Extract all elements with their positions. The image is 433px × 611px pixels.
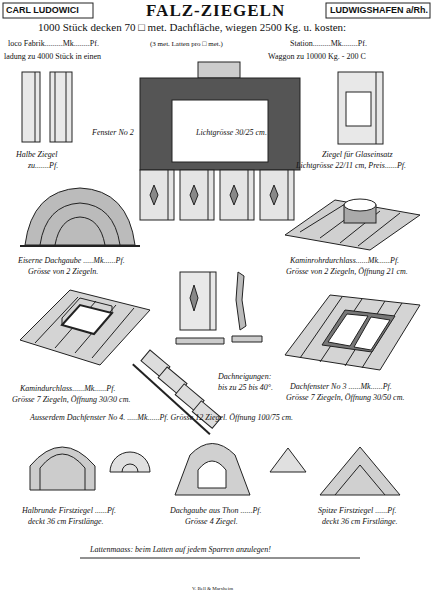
header-text: ladung zu 4000 Stück in einen bbox=[4, 52, 101, 61]
item-caption: Grösse 7 Ziegeln, Öffnung 30/30 cm. bbox=[12, 395, 130, 404]
header-text: V. Bell & Marxheim bbox=[192, 586, 233, 592]
header-text: Station.........Mk........Pf. bbox=[290, 39, 367, 48]
item-caption: Dachgaube aus Thon ......Pf. bbox=[170, 506, 262, 515]
item-caption: Lichtgrösse 22/11 cm, Preis......Pf. bbox=[296, 161, 406, 170]
header-text: CARL LUDOWICI bbox=[6, 5, 79, 15]
item-caption: zu.......Pf. bbox=[28, 161, 58, 170]
header-text: LUDWIGSHAFEN a/Rh. bbox=[330, 5, 428, 15]
item-caption: Grösse 4 Ziegel. bbox=[185, 517, 238, 526]
header-text: Waggon zu 10000 Kg. - 200 C bbox=[268, 52, 366, 61]
item-caption: Lichtgrösse 30/25 cm. bbox=[196, 128, 267, 137]
item-caption: Halbrunde Firstziegel ......Pf. bbox=[22, 506, 116, 515]
item-caption: Ziegel für Glaseinsatz bbox=[322, 150, 393, 159]
item-caption: deckt 36 cm Firstlänge. bbox=[322, 517, 398, 526]
item-caption: Halbe Ziegel bbox=[16, 150, 58, 159]
item-caption: Grösse 7 Ziegeln, Öffnung 30/50 cm. bbox=[286, 393, 404, 402]
page-title: FALZ-ZIEGELN bbox=[146, 1, 285, 21]
item-caption: Spitze Firstziegel ......Pf. bbox=[318, 506, 396, 515]
header-text: (3 met. Latten pro □ met.) bbox=[150, 40, 223, 48]
header-text: loco Fabrik.........Mk........Pf. bbox=[8, 39, 99, 48]
item-caption: Dachneigungen: bbox=[218, 372, 271, 381]
item-caption: Eiserne Dachgaube .....Mk......Pf. bbox=[18, 256, 125, 265]
item-caption: Dachfenster No 3 ......Mk......Pf. bbox=[290, 382, 392, 391]
item-caption: bis zu 25 bis 40°. bbox=[218, 383, 273, 392]
item-caption: Ausserdem Dachfenster No 4. .....Mk.....… bbox=[30, 413, 293, 422]
header-text: 1000 Stück decken 70 □ met. Dachfläche, … bbox=[38, 21, 346, 34]
item-caption: Lattenmaass: beim Latten auf jedem Sparr… bbox=[90, 545, 271, 554]
item-caption: Kamindurchlass......Mk......Pf. bbox=[20, 384, 115, 393]
item-caption: deckt 36 cm Firstlänge. bbox=[28, 517, 104, 526]
item-caption: Grösse von 2 Ziegeln, Öffnung 21 cm. bbox=[286, 267, 408, 276]
item-caption: Fenster No 2 bbox=[92, 128, 134, 137]
item-caption: Grösse von 2 Ziegeln. bbox=[28, 267, 98, 276]
item-caption: Kaminrohrdurchlass......Mk......Pf. bbox=[290, 256, 399, 265]
